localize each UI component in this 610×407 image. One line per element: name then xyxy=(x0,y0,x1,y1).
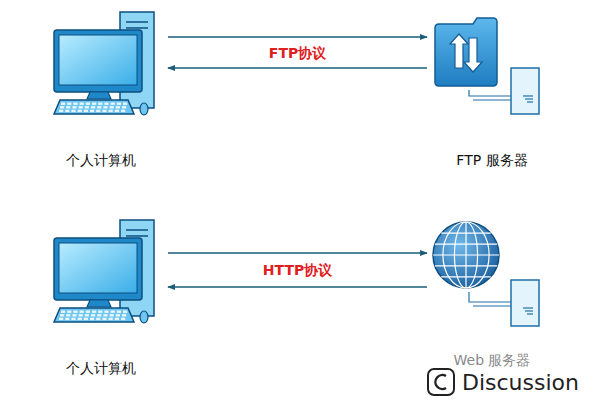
monitor-stand xyxy=(87,92,111,99)
keyboard-keys xyxy=(59,103,127,113)
node-icon xyxy=(34,8,160,148)
node-label: Web 服务器 xyxy=(429,352,555,368)
ftp-server: FTP 服务器 xyxy=(429,8,555,180)
node-icon xyxy=(34,216,160,356)
protocol-label: HTTP协议 xyxy=(260,262,335,278)
personal-computer: 个人计算机 xyxy=(34,216,168,378)
web-server: Web 服务器 xyxy=(429,216,555,378)
node-label: 个人计算机 xyxy=(34,360,168,376)
watermark-icon xyxy=(428,369,454,395)
server-tower xyxy=(511,68,539,114)
protocol-arrow xyxy=(168,36,427,38)
globe-grid xyxy=(433,222,499,288)
node-label: 个人计算机 xyxy=(34,152,168,168)
node-icon xyxy=(429,216,547,348)
watermark: Discussion xyxy=(460,370,581,396)
server-tower xyxy=(511,280,539,326)
drive-slot xyxy=(126,27,148,29)
mouse xyxy=(140,311,148,323)
download-arrow xyxy=(464,38,482,72)
globe xyxy=(433,222,499,288)
link-wire xyxy=(473,305,511,306)
protocol-arrow xyxy=(168,67,427,69)
server-slot xyxy=(525,98,533,99)
monitor-frame xyxy=(54,30,142,92)
monitor-screen xyxy=(59,35,137,85)
server-slot xyxy=(523,307,533,308)
link-wire xyxy=(473,99,511,100)
keyboard-keys xyxy=(59,311,127,321)
server-slot xyxy=(527,313,533,314)
drive-slot xyxy=(126,235,148,237)
link-wire xyxy=(469,292,511,302)
monitor-screen xyxy=(59,243,137,293)
node-icon xyxy=(429,8,547,148)
server-slot xyxy=(527,101,533,102)
personal-computer: 个人计算机 xyxy=(34,8,168,180)
server-slot xyxy=(523,95,533,96)
drive-slot xyxy=(126,21,148,23)
protocol-arrow xyxy=(168,252,427,254)
node-label: FTP 服务器 xyxy=(429,152,555,168)
monitor-frame xyxy=(54,238,142,300)
protocol-label: FTP协议 xyxy=(266,45,329,61)
keyboard xyxy=(54,100,134,114)
monitor-stand xyxy=(87,300,111,307)
link-wire xyxy=(469,90,511,96)
drive-slot xyxy=(126,229,148,231)
keyboard xyxy=(54,308,134,322)
server-slot xyxy=(525,310,533,311)
folder-icon xyxy=(435,18,497,86)
protocol-arrow xyxy=(168,286,427,288)
mouse xyxy=(140,103,148,115)
